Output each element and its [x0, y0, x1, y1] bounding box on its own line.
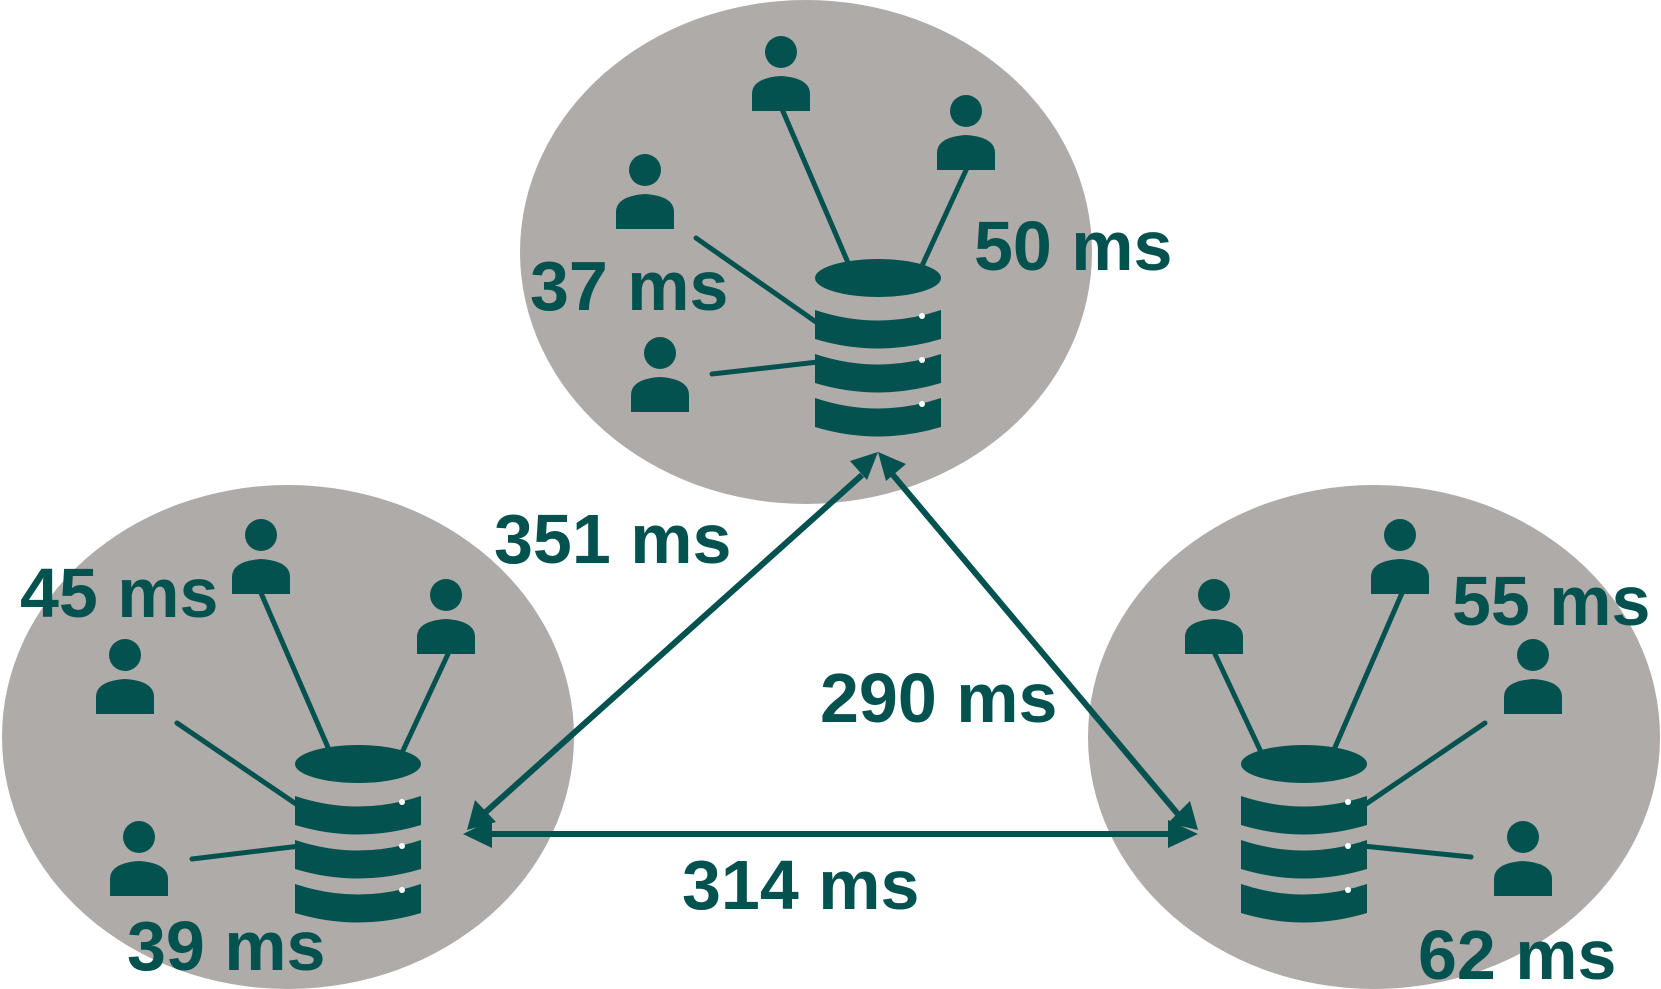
- latency-label: 45 ms: [20, 554, 218, 632]
- latency-label: 50 ms: [974, 207, 1172, 285]
- arrowhead: [1168, 820, 1198, 848]
- link-label-top-bottom-left: 351 ms: [494, 500, 731, 578]
- region-bottom-right: [1088, 485, 1660, 989]
- arrowhead: [1168, 801, 1198, 830]
- link-line-top-bottom-right: [890, 473, 1185, 821]
- user-link-line: [1360, 720, 1488, 809]
- link-label-top-bottom-right: 290 ms: [820, 659, 1057, 737]
- user-link-line: [174, 720, 302, 809]
- latency-label: 39 ms: [127, 907, 325, 985]
- user-link-line: [397, 651, 451, 760]
- link-line-top-bottom-left: [475, 472, 865, 822]
- user-link-line: [258, 590, 333, 755]
- latency-label: 55 ms: [1452, 562, 1650, 640]
- user-link-line: [1360, 843, 1474, 860]
- link-label-bottom-left-bottom-right: 314 ms: [682, 846, 919, 924]
- user-link-line: [1212, 651, 1264, 755]
- latency-label: 62 ms: [1418, 916, 1616, 989]
- user-link-line: [779, 106, 852, 268]
- arrowhead: [850, 452, 878, 480]
- arrowhead: [878, 452, 906, 481]
- arrowhead: [463, 820, 492, 848]
- user-link-line: [709, 359, 821, 377]
- user-link-line: [918, 165, 970, 271]
- latency-label: 37 ms: [530, 247, 728, 325]
- user-link-line: [1330, 590, 1405, 755]
- user-link-line: [693, 235, 819, 325]
- user-link-line: [189, 843, 303, 862]
